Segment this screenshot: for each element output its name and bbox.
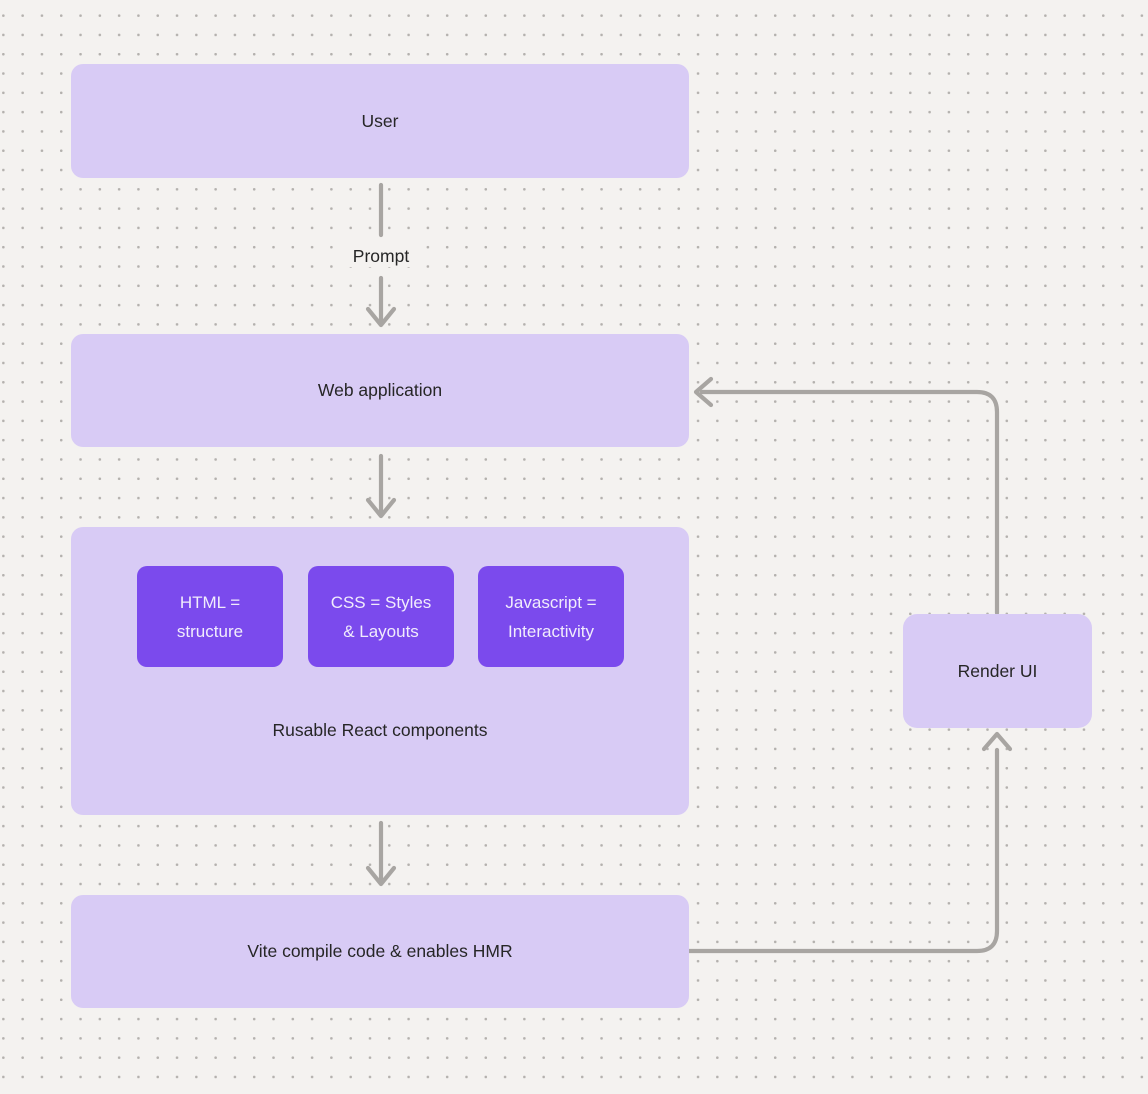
arrowhead-down-icon: [365, 865, 397, 887]
node-javascript-label: Javascript = Interactivity: [505, 592, 597, 641]
arrowhead-down-icon: [365, 306, 397, 328]
node-web-application: Web application: [71, 334, 689, 447]
edge-label-prompt: Prompt: [341, 245, 421, 267]
edge-shaft: [686, 747, 1000, 954]
arrowhead-left-icon: [693, 376, 714, 408]
edge-vite-to-renderui: [686, 731, 1013, 954]
node-render-ui-label: Render UI: [957, 660, 1038, 681]
node-css: CSS = Styles & Layouts: [308, 566, 454, 667]
node-vite-label: Vite compile code & enables HMR: [247, 941, 513, 961]
node-vite: Vite compile code & enables HMR: [71, 895, 689, 1008]
edge-shaft: [699, 389, 1000, 616]
edge-user-to-webapp: [365, 182, 397, 328]
arrowhead-down-icon: [365, 497, 397, 519]
arrowhead-up-icon: [981, 731, 1013, 752]
edge-components-to-vite: [365, 820, 397, 887]
edge-webapp-to-components: [365, 453, 397, 519]
edge-renderui-to-webapp: [693, 376, 1000, 616]
node-components-group-label: Rusable React components: [272, 720, 488, 740]
node-user: User: [71, 64, 689, 178]
node-user-label: User: [361, 110, 399, 131]
node-html: HTML = structure: [137, 566, 283, 667]
node-css-label: CSS = Styles & Layouts: [330, 592, 432, 641]
node-javascript: Javascript = Interactivity: [478, 566, 624, 667]
node-render-ui: Render UI: [903, 614, 1092, 728]
node-components-group: HTML = structure CSS = Styles & Layouts …: [71, 527, 689, 815]
node-web-application-label: Web application: [317, 380, 443, 400]
node-html-label: HTML = structure: [176, 592, 244, 641]
